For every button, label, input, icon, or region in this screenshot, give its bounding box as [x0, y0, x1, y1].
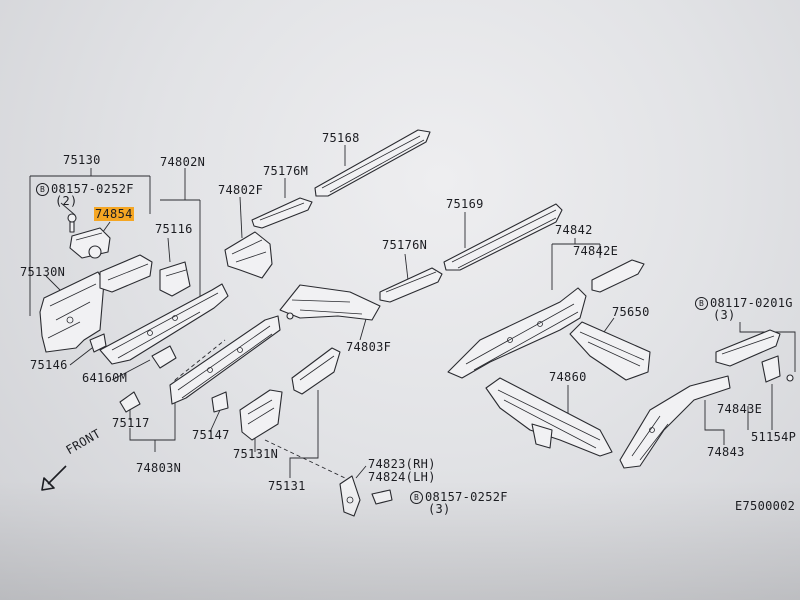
label-75130: 75130	[63, 153, 101, 167]
part-75131N	[239, 389, 283, 441]
label-qty-2: (2)	[55, 194, 78, 208]
part-74803F	[279, 284, 381, 321]
part-75116	[159, 261, 191, 297]
label-74802N: 74802N	[160, 155, 206, 169]
part-74843E	[715, 329, 781, 367]
label-75131N: 75131N	[233, 447, 279, 461]
part-74803N	[169, 315, 281, 405]
label-75146: 75146	[30, 358, 68, 372]
label-74842E: 74842E	[573, 244, 619, 258]
part-74843	[619, 375, 731, 469]
front-arrow-icon	[41, 465, 67, 491]
label-74843: 74843	[707, 445, 745, 459]
label-75117: 75117	[112, 416, 150, 430]
label-74842: 74842	[555, 223, 593, 237]
part-74860	[485, 377, 613, 457]
figure-code: E7500002	[735, 499, 796, 513]
label-qty-3-b: (3)	[428, 502, 451, 516]
part-75131	[291, 347, 341, 395]
part-75130N	[39, 254, 153, 353]
part-75650	[569, 321, 651, 381]
part-75169	[443, 203, 563, 271]
label-75176N: 75176N	[382, 238, 428, 252]
part-74842E	[591, 259, 645, 293]
part-75176M	[251, 197, 313, 229]
label-74803F: 74803F	[346, 340, 392, 354]
part-51154P	[761, 355, 794, 383]
leader-lines	[29, 145, 796, 479]
label-74802F: 74802F	[218, 183, 264, 197]
part-75168	[314, 129, 431, 197]
label-74823-rh: 74823(RH)	[368, 457, 436, 471]
part-74854	[69, 227, 111, 259]
part-74842	[447, 287, 587, 379]
label-74843E: 74843E	[717, 402, 763, 416]
label-64160M: 64160M	[82, 371, 128, 385]
label-74824-lh: 74824(LH)	[368, 470, 436, 484]
part-75117	[119, 391, 141, 413]
label-74854: 74854	[94, 207, 134, 221]
part-74802F	[224, 231, 273, 279]
label-75168: 75168	[322, 131, 360, 145]
label-74860: 74860	[549, 370, 587, 384]
label-75130N: 75130N	[20, 265, 66, 279]
part-75146	[89, 333, 107, 353]
part-74823-74824	[339, 475, 361, 517]
part-75147	[211, 391, 229, 413]
bolt-symbol: B	[410, 491, 423, 504]
label-75176M: 75176M	[263, 164, 309, 178]
bolt-symbol: B	[36, 183, 49, 196]
part-74802N	[99, 283, 229, 365]
label-51154P: 51154P	[751, 430, 797, 444]
label-75169: 75169	[446, 197, 484, 211]
label-qty-3-a: (3)	[713, 308, 736, 322]
label-75650: 75650	[612, 305, 650, 319]
label-75131: 75131	[268, 479, 306, 493]
bolt-symbol: B	[695, 297, 708, 310]
bolt-08157-a	[67, 213, 77, 233]
label-74803N: 74803N	[136, 461, 182, 475]
part-75176N	[379, 267, 443, 303]
bolt-08157-b	[371, 489, 393, 505]
label-75116: 75116	[155, 222, 193, 236]
part-64160M	[151, 345, 177, 369]
label-75147: 75147	[192, 428, 230, 442]
